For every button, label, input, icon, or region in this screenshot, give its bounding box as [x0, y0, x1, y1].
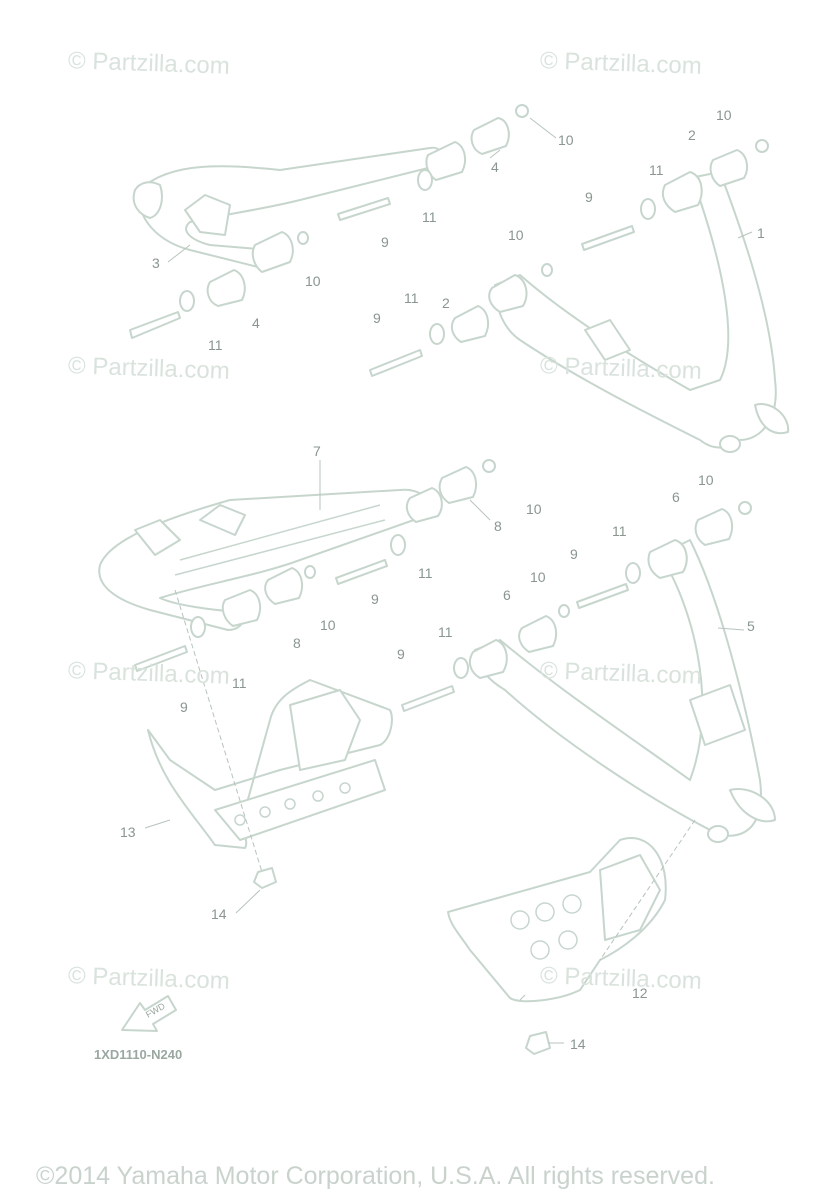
callout-10: 10	[530, 569, 546, 585]
bolts-lower-rear	[134, 559, 388, 672]
callout-10: 10	[558, 132, 574, 148]
watermark: © Partzilla.com	[67, 962, 231, 995]
callout-11: 11	[649, 162, 664, 178]
callout-11: 11	[232, 675, 247, 691]
callout-1: 1	[757, 225, 765, 241]
callout-3: 3	[152, 255, 160, 271]
callout-8: 8	[293, 635, 301, 651]
alignment-line	[599, 819, 696, 961]
callout-9: 9	[180, 699, 188, 715]
watermark: © Partzilla.com	[539, 962, 703, 995]
callout-11: 11	[422, 209, 437, 225]
callout-9: 9	[381, 234, 389, 250]
alignment-line	[174, 589, 263, 873]
callout-10: 10	[320, 617, 336, 633]
bolts-upper-front	[369, 225, 635, 377]
nut-14-right	[525, 1031, 551, 1055]
callout-8: 8	[494, 518, 502, 534]
callout-5: 5	[747, 618, 755, 634]
guard-12	[447, 837, 667, 1003]
callout-9: 9	[397, 646, 405, 662]
bolts-lower-front	[401, 583, 629, 712]
callout-11: 11	[418, 565, 433, 581]
watermark: © Partzilla.com	[539, 352, 703, 385]
bushing-6	[453, 501, 752, 679]
callout-10: 10	[698, 472, 714, 488]
bushing-4-left	[179, 169, 433, 312]
callout-2: 2	[688, 127, 696, 143]
watermark: © Partzilla.com	[67, 47, 231, 80]
callout-12: 12	[632, 985, 648, 1001]
bushing-2-upper	[429, 139, 769, 345]
callout-10: 10	[508, 227, 524, 243]
callout-11: 11	[438, 624, 453, 640]
nut-14-left	[253, 867, 277, 889]
callout-9: 9	[371, 591, 379, 607]
callout-10: 10	[716, 107, 732, 123]
callout-10: 10	[526, 501, 542, 517]
watermark: © Partzilla.com	[67, 352, 231, 385]
guard-13	[147, 679, 393, 849]
callout-4: 4	[252, 315, 260, 331]
callout-14: 14	[211, 906, 227, 922]
upper-arm-rear-3	[132, 141, 467, 273]
callout-7: 7	[313, 443, 321, 459]
callout-13: 13	[120, 824, 136, 840]
callout-9: 9	[570, 546, 578, 562]
lower-arm-front-5	[468, 539, 776, 843]
callout-2: 2	[442, 295, 450, 311]
callout-9: 9	[373, 310, 381, 326]
watermark: © Partzilla.com	[67, 657, 231, 690]
callout-6: 6	[503, 587, 511, 603]
callout-4: 4	[491, 159, 499, 175]
callout-11: 11	[612, 523, 627, 539]
diagram-code: 1XD1110-N240	[94, 1047, 183, 1062]
leader-lines	[144, 117, 753, 1044]
watermark: © Partzilla.com	[539, 657, 703, 690]
callout-10: 10	[305, 273, 321, 289]
forward-arrow-icon: FWD	[121, 995, 177, 1032]
upper-arm-front-1	[488, 171, 790, 453]
callout-11: 11	[208, 337, 223, 353]
callout-9: 9	[585, 189, 593, 205]
watermark: © Partzilla.com	[539, 47, 703, 80]
bolts-upper-rear	[129, 197, 391, 339]
copyright-notice: ©2014 Yamaha Motor Corporation, U.S.A. A…	[36, 1162, 715, 1190]
callout-14: 14	[570, 1036, 586, 1052]
callout-6: 6	[672, 489, 680, 505]
lower-arm-rear-7	[98, 487, 443, 631]
bushing-4-top	[470, 104, 529, 155]
bushing-8	[190, 459, 496, 638]
callout-11: 11	[404, 290, 419, 306]
